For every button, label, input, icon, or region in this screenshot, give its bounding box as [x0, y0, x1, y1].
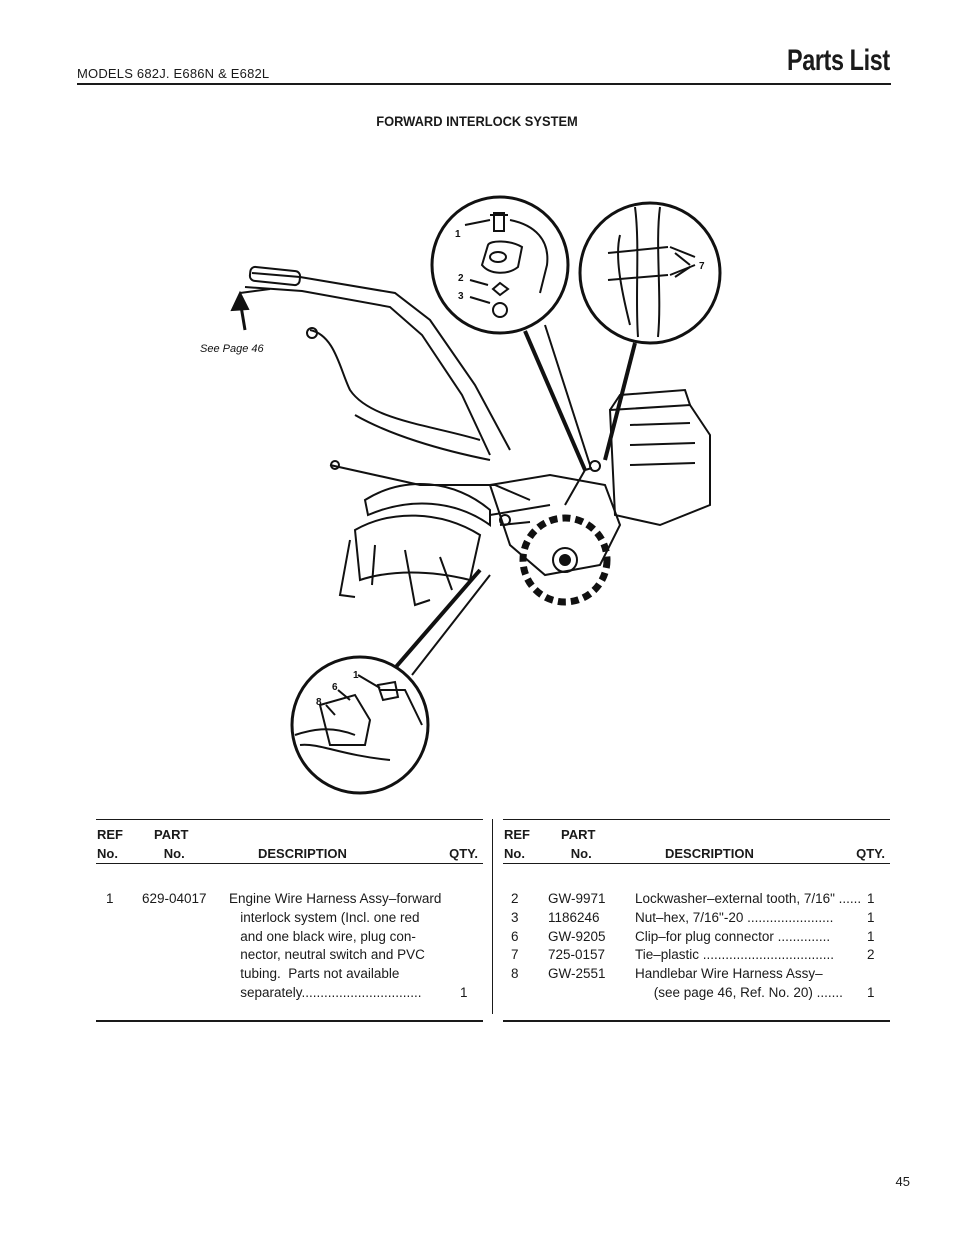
callout-8: 8 — [316, 697, 322, 708]
description-header: DESCRIPTION — [258, 846, 347, 861]
description-line: Lockwasher–external tooth, 7/16" ...... — [635, 891, 862, 906]
description-line: separately..............................… — [229, 985, 422, 1000]
section-title: FORWARD INTERLOCK SYSTEM — [376, 113, 578, 129]
ref-number: 1 — [106, 891, 114, 906]
parts-diagram: 1 2 3 7 1 6 8 See Page 46 — [190, 185, 750, 815]
callout-1-top: 1 — [455, 229, 461, 240]
qty-value: 1 — [867, 929, 875, 944]
ref-number: 8 — [511, 966, 519, 981]
qty-value: 1 — [867, 910, 875, 925]
description-line: nector, neutral switch and PVC — [229, 947, 425, 962]
description-line: Tie–plastic ............................… — [635, 947, 835, 962]
part-number: GW-2551 — [548, 966, 606, 981]
models-heading: MODELS 682J. E686N & E682L — [77, 66, 270, 81]
description-line: and one black wire, plug con- — [229, 929, 416, 944]
part-number: 629-04017 — [142, 891, 207, 906]
column-divider — [492, 819, 493, 1014]
description-line: tubing. Parts not available — [229, 966, 400, 981]
callout-7: 7 — [699, 261, 705, 272]
part-number: GW-9205 — [548, 929, 606, 944]
description-line: interlock system (Incl. one red — [229, 910, 420, 925]
qty-value: 1 — [867, 985, 875, 1000]
parts-table-right: REF No. PART No. DESCRIPTION QTY. 2 GW-9… — [503, 819, 890, 1022]
qty-value: 1 — [867, 891, 875, 906]
part-header: PART No. — [561, 827, 596, 861]
part-number: 1186246 — [548, 910, 600, 925]
part-number: GW-9971 — [548, 891, 606, 906]
see-page-note: See Page 46 — [200, 343, 264, 355]
qty-value: 1 — [460, 985, 468, 1000]
ref-number: 2 — [511, 891, 519, 906]
page-number: 45 — [895, 1174, 910, 1189]
callout-3: 3 — [458, 291, 464, 302]
callout-1-bottom: 1 — [353, 670, 359, 681]
part-header: PART No. — [154, 827, 189, 861]
description-line: Engine Wire Harness Assy–forward — [229, 891, 442, 906]
callout-2: 2 — [458, 273, 464, 284]
part-number: 725-0157 — [548, 947, 606, 962]
description-line: Nut–hex, 7/16"-20 ......................… — [635, 910, 834, 925]
parts-table-left: REF No. PART No. DESCRIPTION QTY. 1 629-… — [96, 819, 483, 1022]
qty-header: QTY. — [856, 846, 885, 861]
description-line: Handlebar Wire Harness Assy– — [635, 966, 823, 981]
ref-number: 7 — [511, 947, 519, 962]
description-line: (see page 46, Ref. No. 20) ....... — [635, 985, 843, 1000]
description-header: DESCRIPTION — [665, 846, 754, 861]
ref-header: REF No. — [504, 827, 530, 861]
ref-number: 6 — [511, 929, 519, 944]
qty-header: QTY. — [449, 846, 478, 861]
description-line: Clip–for plug connector .............. — [635, 929, 831, 944]
ref-header: REF No. — [97, 827, 123, 861]
callout-6: 6 — [332, 682, 338, 693]
ref-number: 3 — [511, 910, 519, 925]
header-rule — [77, 83, 891, 85]
page-title: Parts List — [787, 44, 890, 77]
qty-value: 2 — [867, 947, 875, 962]
